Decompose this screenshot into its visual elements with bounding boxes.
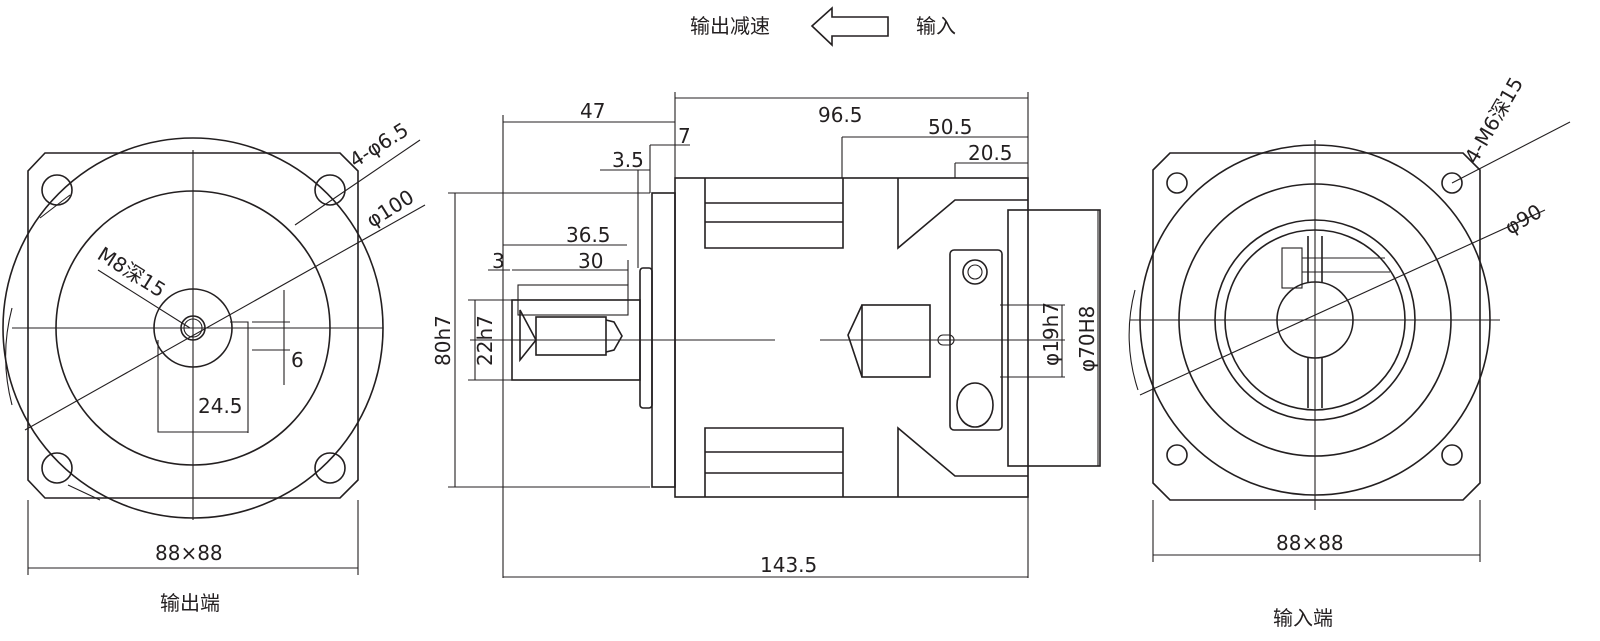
dim-3-5: 3.5 <box>612 148 644 172</box>
input-end-title: 输入端 <box>1273 606 1333 630</box>
dim-36-5: 36.5 <box>566 223 611 247</box>
output-reducer-label: 输出减速 <box>690 14 770 38</box>
output-end-view: 4-φ6.5 φ100 M8深15 6 24.5 88×88 输出端 <box>2 117 426 615</box>
dim-96-5: 96.5 <box>818 103 863 127</box>
dim-143-5: 143.5 <box>760 553 817 577</box>
dim-80h7: 80h7 <box>431 315 455 366</box>
size-label: 88×88 <box>155 541 223 565</box>
thread-label: M8深15 <box>93 242 170 302</box>
dim-47: 47 <box>580 99 605 123</box>
dim-19h7: φ19h7 <box>1039 302 1063 366</box>
input-end-view: 4-M6深15 φ90 88×88 输入端 <box>1128 73 1571 630</box>
dim-3: 3 <box>492 249 505 273</box>
key-width-label: 6 <box>291 348 304 372</box>
output-end-title: 输出端 <box>160 591 220 615</box>
pcd-label: φ90 <box>1501 199 1546 239</box>
dim-30: 30 <box>578 249 603 273</box>
size-label: 88×88 <box>1276 531 1344 555</box>
side-view: 47 96.5 50.5 20.5 7 3.5 36.5 3 30 80h7 2… <box>431 92 1101 578</box>
dim-7: 7 <box>678 124 691 148</box>
key-height-label: 24.5 <box>198 394 243 418</box>
holes-label: 4-M6深15 <box>1460 73 1528 168</box>
dim-50-5: 50.5 <box>928 115 973 139</box>
dim-20-5: 20.5 <box>968 141 1013 165</box>
dim-70H8: φ70H8 <box>1075 306 1099 372</box>
left-arrow-icon <box>810 6 889 47</box>
holes-label: 4-φ6.5 <box>345 117 413 172</box>
dim-22h7: 22h7 <box>473 315 497 366</box>
input-label: 输入 <box>916 14 956 38</box>
